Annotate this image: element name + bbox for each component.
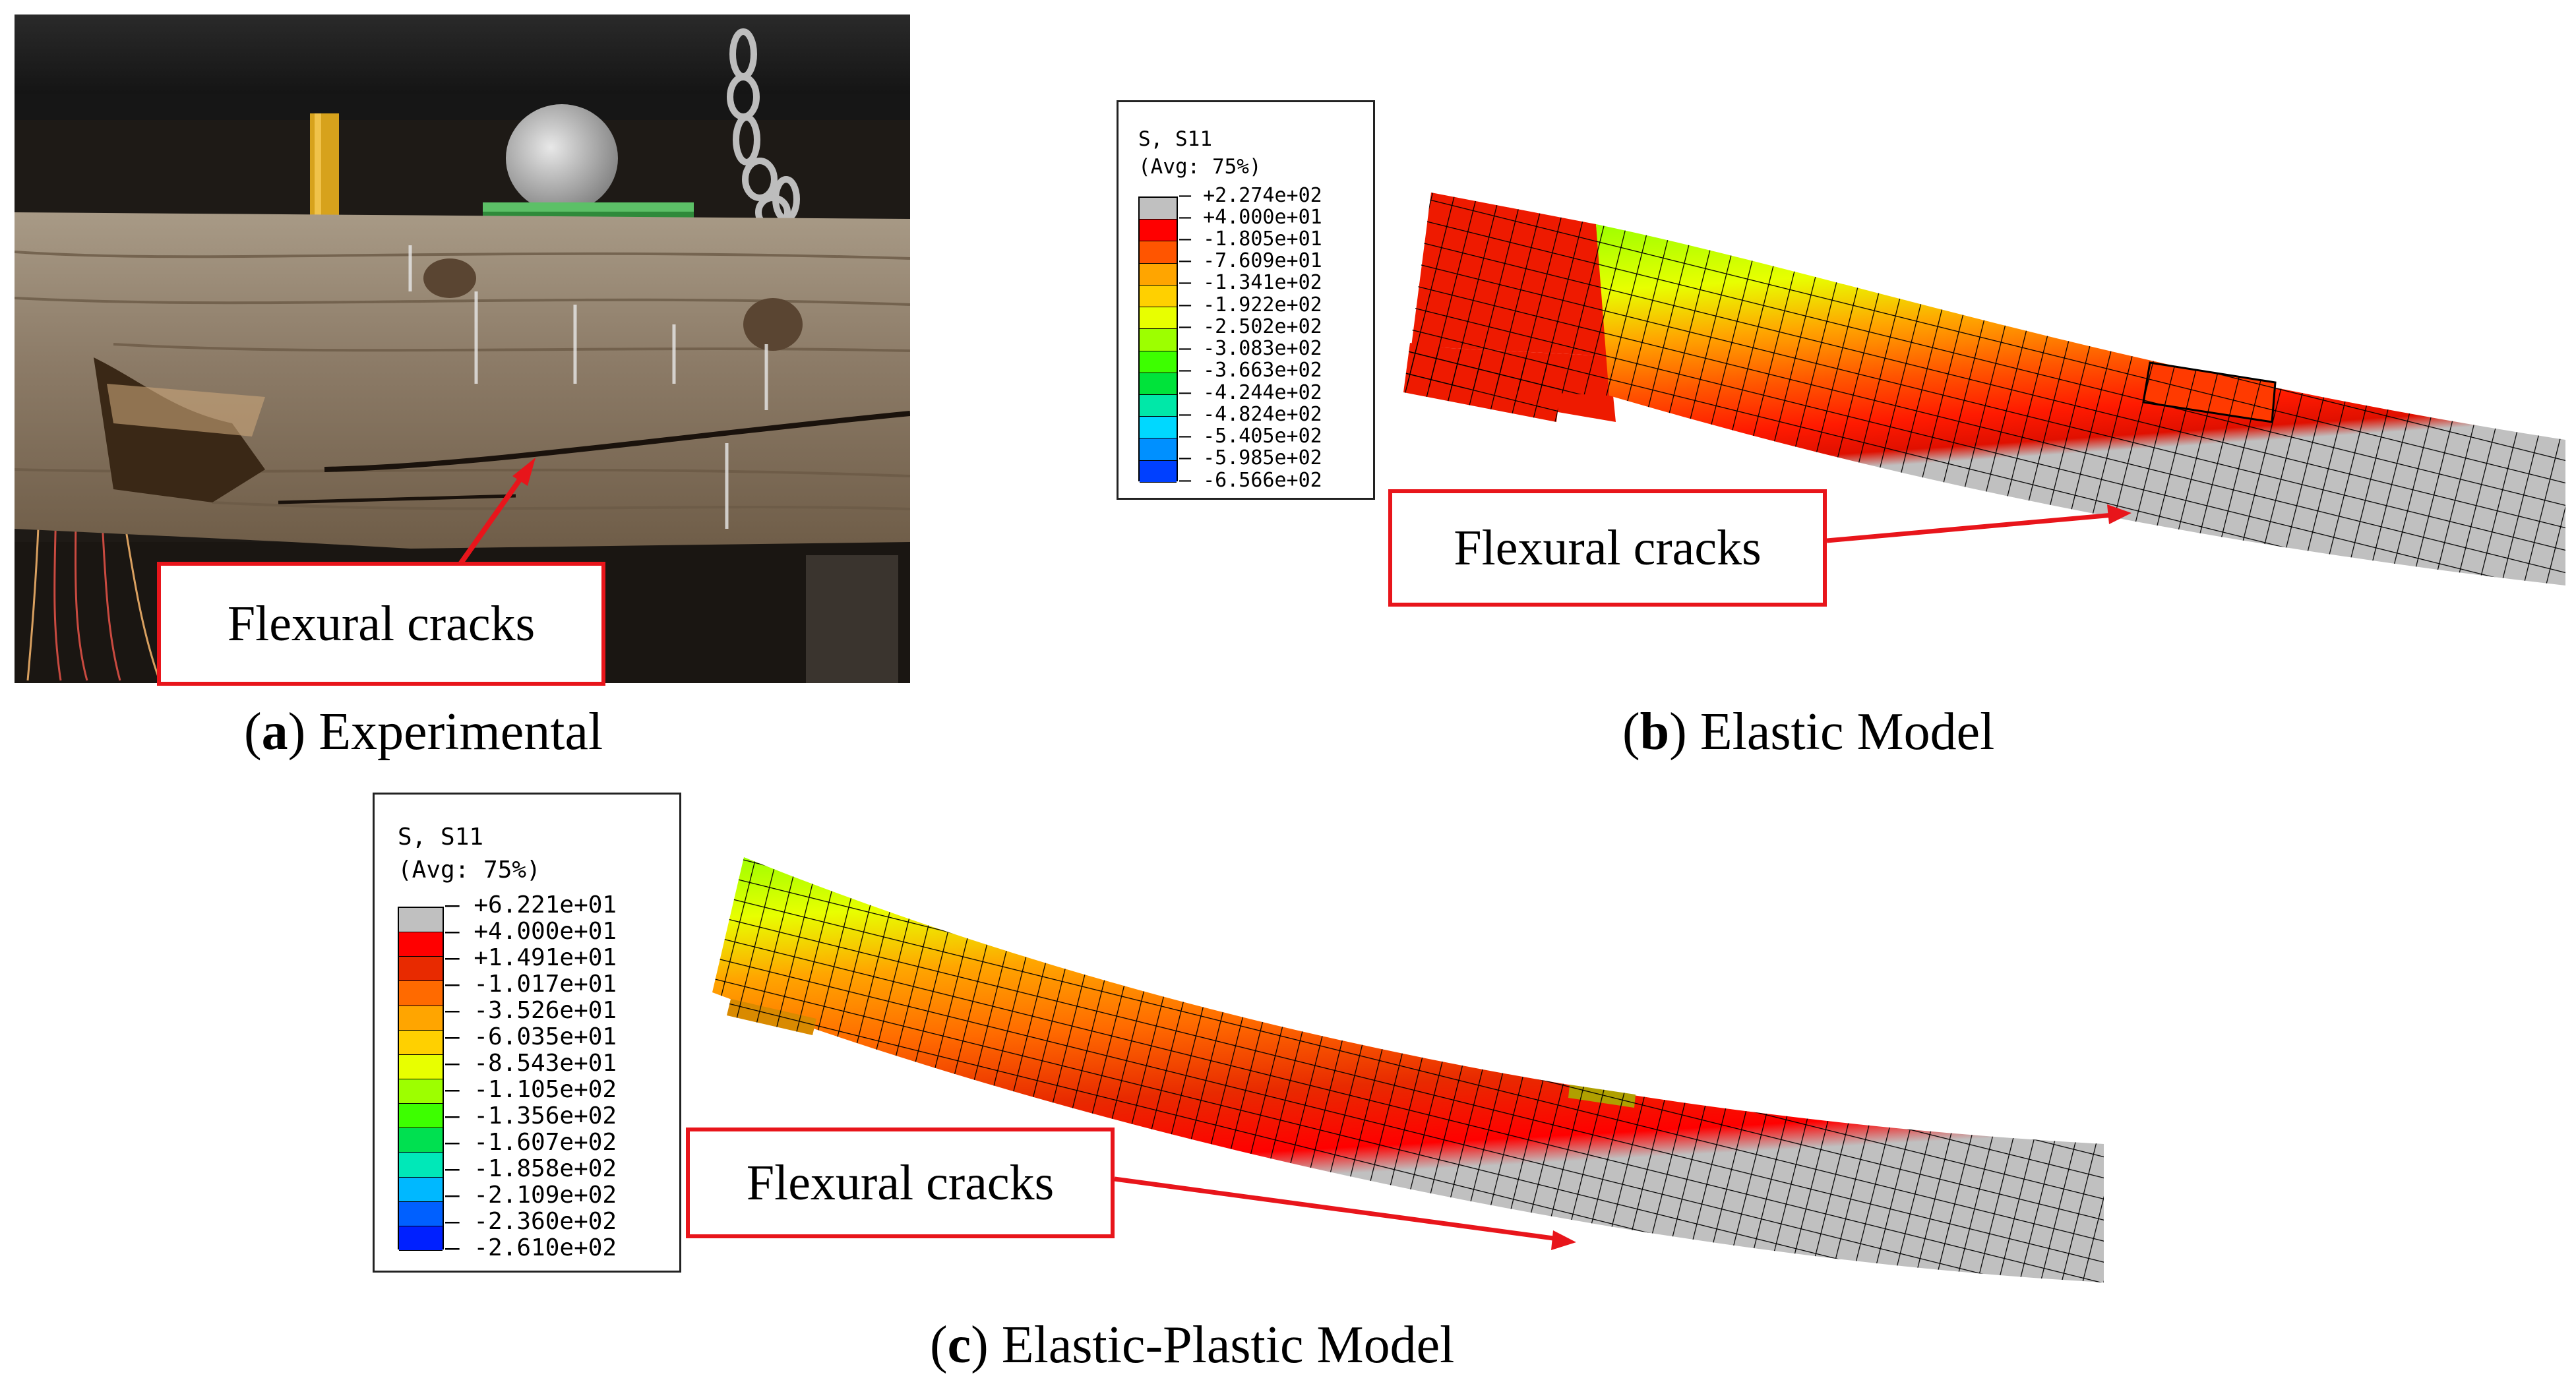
legend-value: – -2.360e+02 — [445, 1208, 617, 1236]
caption-text-a: Experimental — [305, 703, 603, 761]
legend-value: – -1.805e+01 — [1179, 227, 1322, 251]
stress-legend-c: S, S11 (Avg: 75%) – +6.221e+01– +4.000e+… — [373, 793, 681, 1273]
legend-swatch — [1140, 198, 1177, 220]
caption-text-c: Elastic-Plastic Model — [988, 1316, 1455, 1374]
legend-swatch — [399, 932, 443, 957]
legend-swatch — [399, 1128, 443, 1153]
legend-color-scale-c — [398, 907, 444, 1251]
legend-value: – -7.609e+01 — [1179, 249, 1322, 273]
legend-value: – -2.610e+02 — [445, 1234, 617, 1262]
caption-text-b: Elastic Model — [1686, 703, 1995, 761]
legend-swatch — [399, 1054, 443, 1079]
legend-value: – -5.985e+02 — [1179, 446, 1322, 470]
legend-swatch — [399, 1201, 443, 1226]
legend-title-b: S, S11 — [1138, 127, 1212, 151]
legend-swatch — [399, 981, 443, 1006]
callout-label-c: Flexural cracks — [746, 1155, 1055, 1211]
legend-value: – -8.543e+01 — [445, 1050, 617, 1077]
legend-swatch — [1140, 241, 1177, 264]
legend-color-scale-b — [1138, 196, 1178, 483]
legend-subtitle-c: (Avg: 75%) — [398, 857, 541, 884]
legend-swatch — [1140, 220, 1177, 242]
legend-swatch — [1140, 351, 1177, 373]
legend-value: – -1.341e+02 — [1179, 271, 1322, 295]
legend-swatch — [1140, 263, 1177, 286]
legend-swatch — [399, 1226, 443, 1251]
callout-label-a: Flexural cracks — [227, 595, 536, 651]
caption-letter-c: c — [947, 1316, 971, 1374]
legend-value: – -4.244e+02 — [1179, 380, 1322, 404]
legend-swatch — [1140, 394, 1177, 417]
legend-value: – -2.502e+02 — [1179, 315, 1322, 338]
caption-letter-a: a — [261, 703, 288, 761]
legend-swatch — [1140, 373, 1177, 395]
legend-swatch — [1140, 307, 1177, 330]
legend-swatch — [399, 1153, 443, 1178]
legend-value: – +6.221e+01 — [445, 891, 617, 919]
legend-value: – -1.017e+01 — [445, 971, 617, 998]
legend-value: – -5.405e+02 — [1179, 425, 1322, 448]
legend-swatch — [399, 957, 443, 982]
legend-value: – +2.274e+02 — [1179, 183, 1322, 207]
flexural-cracks-callout-b: Flexural cracks — [1388, 489, 1827, 607]
legend-value: – +4.000e+01 — [1179, 205, 1322, 229]
legend-swatch — [399, 1030, 443, 1055]
legend-value: – -1.922e+02 — [1179, 293, 1322, 316]
legend-value: – -4.824e+02 — [1179, 402, 1322, 426]
legend-value: – +4.000e+01 — [445, 918, 617, 946]
legend-value: – -2.109e+02 — [445, 1182, 617, 1209]
flexural-cracks-callout-c: Flexural cracks — [686, 1128, 1115, 1238]
legend-title-c: S, S11 — [398, 824, 484, 851]
legend-value: – -3.663e+02 — [1179, 359, 1322, 382]
legend-value: – -1.356e+02 — [445, 1102, 617, 1130]
legend-value: – -1.607e+02 — [445, 1129, 617, 1157]
legend-swatch — [399, 1177, 443, 1202]
legend-value: – -3.083e+02 — [1179, 337, 1322, 361]
callout-label-b: Flexural cracks — [1454, 520, 1762, 576]
legend-value: – -6.035e+01 — [445, 1023, 617, 1051]
caption-c: (c) Elastic-Plastic Model — [930, 1316, 1455, 1374]
legend-swatch — [1140, 438, 1177, 461]
caption-a: (a) Experimental — [244, 703, 603, 761]
legend-swatch — [1140, 460, 1177, 483]
legend-swatch — [1140, 329, 1177, 351]
legend-swatch — [399, 1006, 443, 1031]
stress-legend-b: S, S11 (Avg: 75%) – +2.274e+02– +4.000e+… — [1117, 100, 1375, 500]
legend-value: – -3.526e+01 — [445, 997, 617, 1025]
legend-value: – -6.566e+02 — [1179, 468, 1322, 492]
flexural-cracks-callout-a: Flexural cracks — [157, 562, 605, 686]
legend-swatch — [399, 1079, 443, 1104]
caption-letter-b: b — [1640, 703, 1670, 761]
legend-swatch — [1140, 417, 1177, 439]
legend-subtitle-b: (Avg: 75%) — [1138, 155, 1262, 179]
caption-b: (b) Elastic Model — [1622, 703, 1995, 761]
legend-value: – -1.105e+02 — [445, 1076, 617, 1104]
legend-swatch — [399, 1104, 443, 1129]
legend-value: – -1.858e+02 — [445, 1155, 617, 1183]
legend-swatch — [1140, 285, 1177, 308]
legend-value: – +1.491e+01 — [445, 944, 617, 972]
legend-swatch — [399, 908, 443, 933]
